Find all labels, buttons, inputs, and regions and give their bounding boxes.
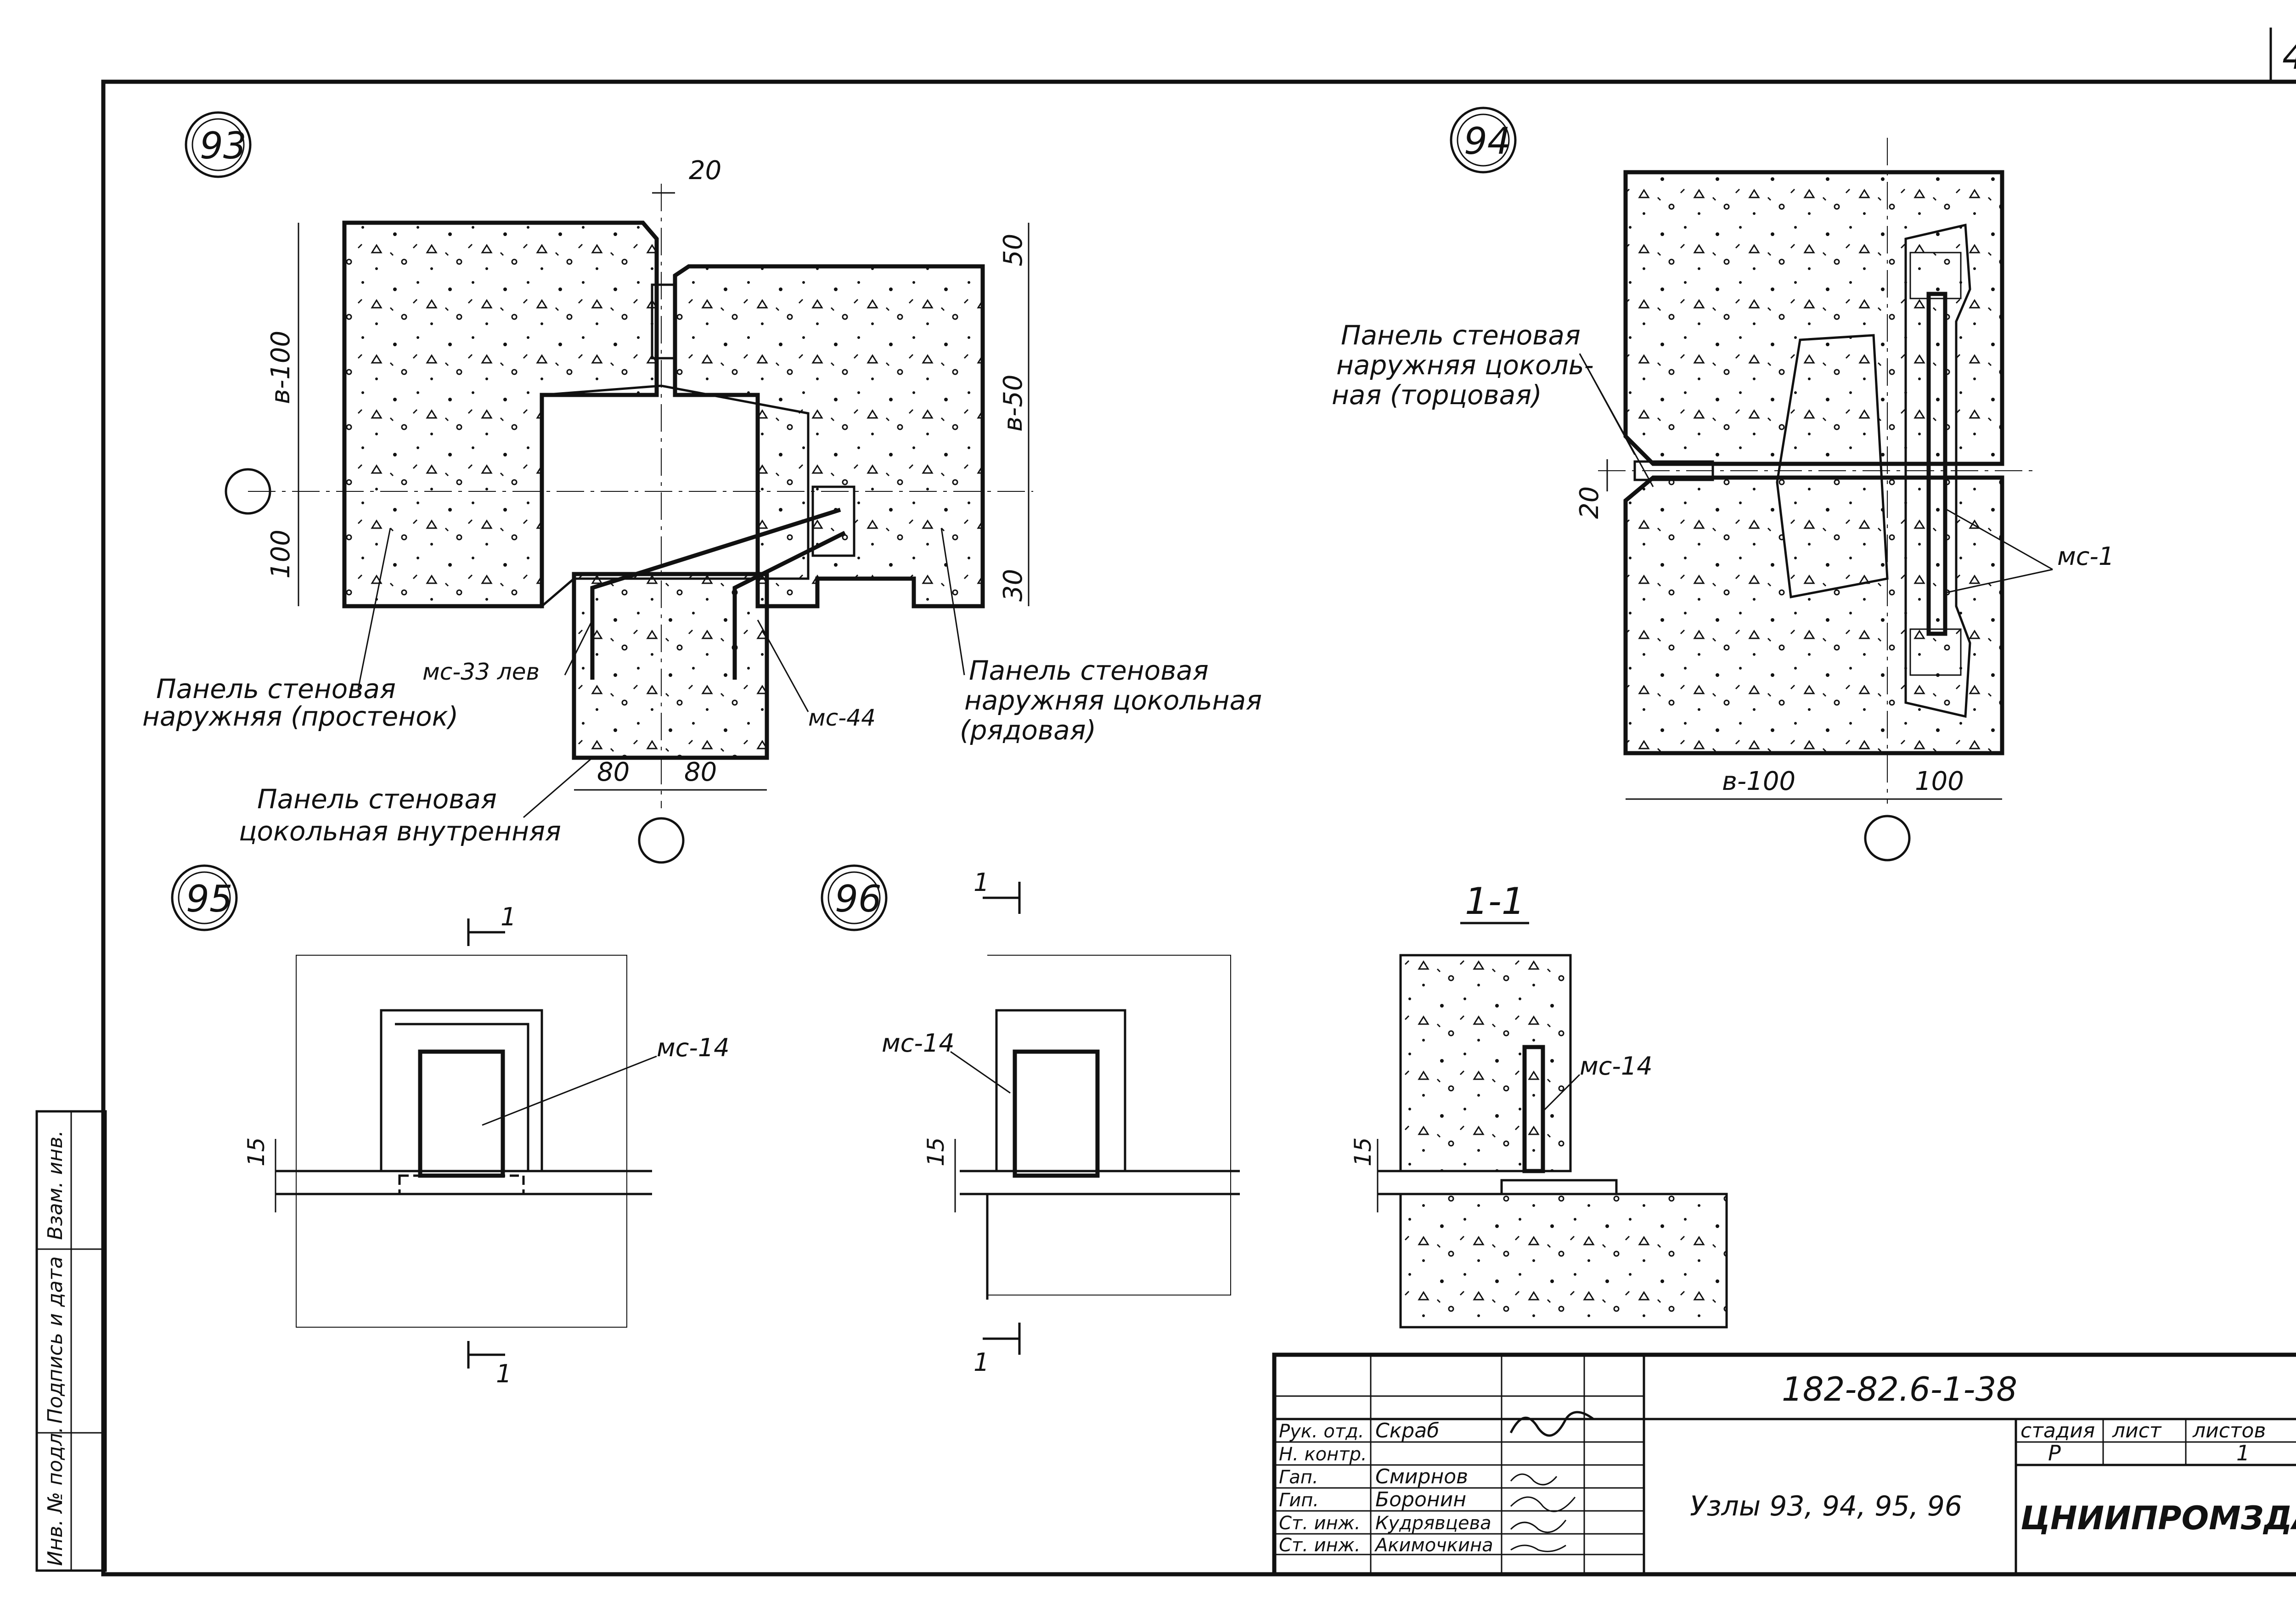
detail-95: 95 мс-14 15 1 1 <box>171 864 730 1388</box>
label-96-ms14: мс-14 <box>882 1029 955 1058</box>
sheet-frame <box>101 79 2296 1577</box>
stamp-replaces: Взам. инв. <box>44 1130 67 1240</box>
detail-93: 93 20 в-100 100 50 в-50 30 80 <box>142 111 1262 864</box>
stamp-sign-date: Подпись и дата <box>44 1256 67 1424</box>
doc-code: 182-82.6-1-38 <box>1782 1370 2017 1408</box>
detail-93-marker <box>185 111 252 178</box>
dim-94-bot-left: в-100 <box>1722 766 1795 796</box>
axis-marker-93-left <box>225 468 271 515</box>
sheet-title: Узлы 93, 94, 95, 96 <box>1690 1490 1962 1522</box>
role-5: Ст. инж. <box>1279 1535 1361 1556</box>
rebar-ms44 <box>732 530 846 680</box>
note-93-inner-2: цокольная внутренняя <box>239 816 561 847</box>
signature-3 <box>1510 1496 1576 1512</box>
detail-94: 94 20 в-100 100 Панель стеновая наружняя… <box>1332 107 2114 862</box>
stage-value: Р <box>2048 1441 2061 1465</box>
note-93-plinth-3: (рядовая) <box>960 715 1096 746</box>
dim-93-right-bot: 30 <box>998 569 1028 602</box>
section-1-1: 1-1 мс-14 15 <box>1350 880 1728 1329</box>
detail-96-marker <box>821 864 888 931</box>
signature-2 <box>1510 1473 1558 1486</box>
note-93-inner-1: Панель стеновая <box>257 783 497 815</box>
role-0: Рук. отд. <box>1279 1421 1364 1442</box>
signature-0 <box>1509 1411 1594 1437</box>
plate-ms14-96 <box>1013 1049 1100 1178</box>
plate-recess-94 <box>1904 223 1971 718</box>
dim-93-top: 20 <box>689 156 721 186</box>
name-2: Смирнов <box>1375 1465 1468 1488</box>
cut-mark-95-top: 1 <box>501 902 516 931</box>
stage-header: стадия <box>2020 1419 2095 1442</box>
plate-ms14-95 <box>418 1049 505 1178</box>
label-93-ms44: мс-44 <box>808 704 876 731</box>
label-section-ms14: мс-14 <box>1580 1052 1653 1081</box>
joint-seal <box>651 283 675 360</box>
note-93-plinth-1: Панель стеновая <box>969 655 1209 686</box>
label-94-ms1: мс-1 <box>2057 542 2114 571</box>
sheets-header: листов <box>2192 1419 2266 1442</box>
signature-4 <box>1510 1520 1567 1533</box>
note-94-1: Панель стеновая <box>1341 320 1581 351</box>
dim-93-right-mid: в-50 <box>998 375 1028 432</box>
cut-mark-96-top: 1 <box>974 868 989 897</box>
cut-mark-96-bot: 1 <box>974 1348 989 1377</box>
page-number: 42 <box>2282 35 2296 78</box>
dim-93-bot-left: 80 <box>597 757 630 787</box>
dim-93-left-lower: 100 <box>266 529 296 579</box>
detail-94-number: 94 <box>1464 120 1511 163</box>
note-94-3: ная (торцовая) <box>1332 379 1542 411</box>
axis-marker-94 <box>1864 815 1911 862</box>
note-93-outer-2: наружняя (простенок) <box>142 701 458 732</box>
joint-core-94 <box>1776 334 1889 598</box>
dim-95-15: 15 <box>243 1137 270 1166</box>
axis-marker-93-bottom <box>638 817 685 864</box>
stamp-inv-no: Инв. № подл. <box>44 1426 67 1566</box>
cut-mark-95-bot: 1 <box>496 1359 512 1388</box>
section-base-plate <box>1500 1179 1618 1195</box>
role-2: Гап. <box>1279 1467 1318 1488</box>
sheets-value: 1 <box>2236 1441 2250 1465</box>
name-5: Акимочкина <box>1374 1535 1493 1556</box>
detail-95-number: 95 <box>186 878 233 920</box>
name-4: Кудрявцева <box>1375 1513 1491 1534</box>
organization: ЦНИИПРОМЗДАНИЙ <box>2020 1499 2296 1537</box>
role-3: Гип. <box>1279 1490 1319 1511</box>
dim-section-15: 15 <box>1350 1137 1376 1166</box>
section-title: 1-1 <box>1465 880 1525 923</box>
name-3: Боронин <box>1375 1488 1466 1511</box>
niche-95 <box>380 1009 543 1172</box>
note-93-outer-1: Панель стеновая <box>156 673 396 704</box>
dim-94-left: 20 <box>1575 486 1604 519</box>
detail-95-marker <box>171 864 238 931</box>
rebar-ms33 <box>590 507 841 680</box>
label-95-ms14: мс-14 <box>657 1033 730 1062</box>
sheet-header: лист <box>2112 1419 2162 1442</box>
dim-96-15: 15 <box>923 1137 949 1166</box>
rebar-ms1 <box>1926 292 1947 636</box>
note-93-plinth-2: наружняя цокольная <box>964 685 1262 716</box>
side-stamp: Инв. № подл. Подпись и дата Взам. инв. <box>35 1110 107 1572</box>
detail-96-number: 96 <box>835 878 882 920</box>
embedded-plate-box <box>811 485 855 557</box>
detail-94-marker <box>1450 107 1517 174</box>
dim-93-bot-right: 80 <box>684 757 717 787</box>
signature-5 <box>1510 1544 1566 1552</box>
role-1: Н. контр. <box>1279 1444 1367 1465</box>
name-0: Скраб <box>1375 1419 1439 1442</box>
detail-93-number: 93 <box>200 124 247 167</box>
label-93-ms33: мс-33 лев <box>422 659 540 685</box>
role-4: Ст. инж. <box>1279 1513 1361 1534</box>
title-block: 182-82.6-1-38 стадия лист листов Р 1 Узл… <box>1272 1352 2296 1577</box>
note-94-2: наружняя цоколь- <box>1336 349 1594 381</box>
dim-94-bot-right: 100 <box>1915 766 1964 796</box>
dim-93-right-top: 50 <box>998 234 1028 266</box>
detail-96: 96 мс-14 15 1 1 <box>821 864 1240 1377</box>
dim-93-left-upper: в-100 <box>266 331 296 404</box>
